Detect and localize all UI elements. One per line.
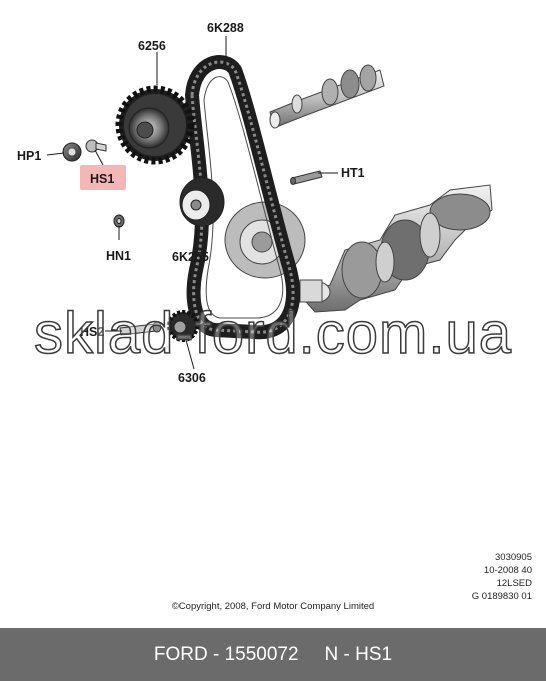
stud-ht1 (290, 170, 323, 185)
leader-lines (46, 36, 338, 370)
bolt-hs1 (85, 139, 107, 153)
nut-hn1 (113, 214, 125, 228)
footer-reference: N - HS1 (324, 643, 393, 665)
bolt-hs2 (119, 321, 162, 336)
timing-belt-diagram: 6256 6K288 HP1 HS1 HT1 HN1 6K255 HS2 630… (17, 21, 493, 385)
crankshaft (299, 184, 493, 313)
callout-HN1: HN1 (106, 249, 131, 263)
callout-HP1: HP1 (17, 149, 41, 163)
copyright-notice: ©Copyright, 2008, Ford Motor Company Lim… (171, 601, 375, 612)
meta-line-3: 12LSED (496, 578, 532, 589)
tensioner-6K255 (179, 177, 225, 227)
callout-6K255: 6K255 (172, 250, 209, 264)
washer-hp1 (62, 142, 82, 162)
meta-line-2: 10-2008 40 (483, 565, 532, 576)
drawing-meta: 3030905 10-2008 40 12LSED G 0189830 01 (472, 551, 532, 603)
footer-part-number: FORD - 1550072 (153, 643, 299, 665)
callout-HS2: HS2 (80, 325, 104, 339)
crank-sprocket-6306 (167, 310, 199, 342)
diagram-area: 6256 6K288 HP1 HS1 HT1 HN1 6K255 HS2 630… (17, 21, 493, 385)
callout-6306: 6306 (178, 371, 206, 385)
meta-line-1: 3030905 (495, 552, 532, 563)
footer-bar: FORD - 1550072 N - HS1 (0, 628, 546, 681)
cam-sprocket-6256 (115, 85, 195, 165)
camshaft (269, 64, 385, 129)
callout-6256: 6256 (138, 39, 166, 53)
callout-HT1: HT1 (341, 166, 365, 180)
hs1-highlight (80, 165, 126, 190)
callout-6K288: 6K288 (207, 21, 244, 35)
callout-HS1: HS1 (90, 172, 114, 186)
meta-line-4: G 0189830 01 (471, 591, 532, 602)
